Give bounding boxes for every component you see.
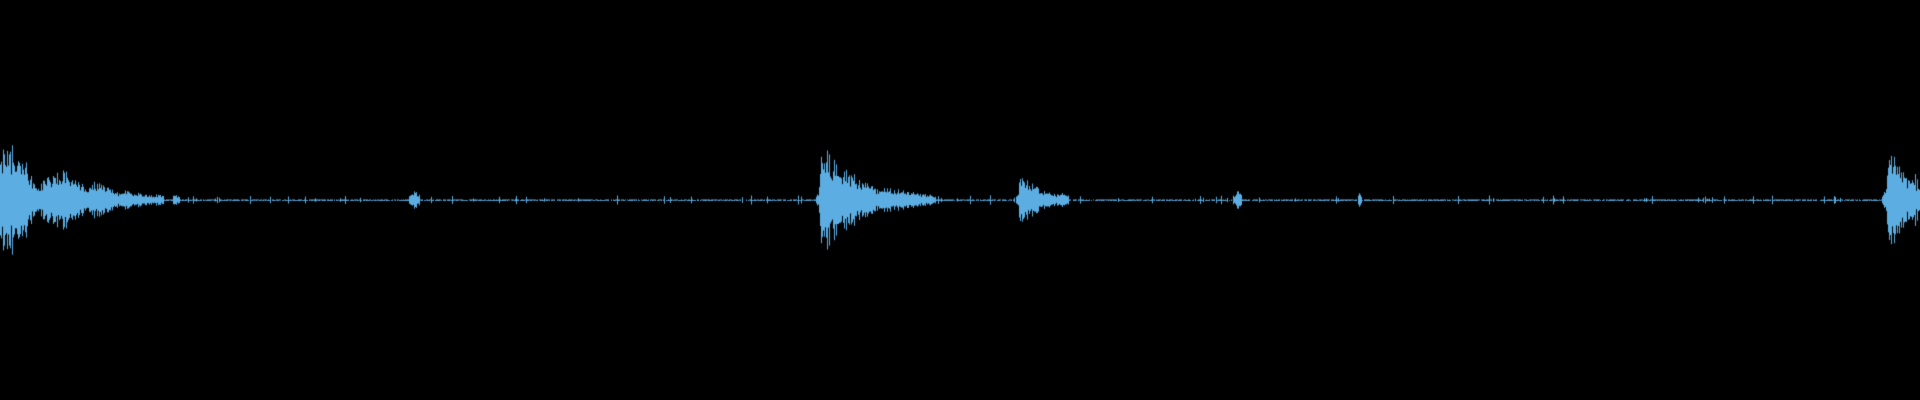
waveform-viewer[interactable]: Audio Waveform [0, 0, 1920, 400]
audio-waveform-canvas[interactable] [0, 0, 1920, 400]
